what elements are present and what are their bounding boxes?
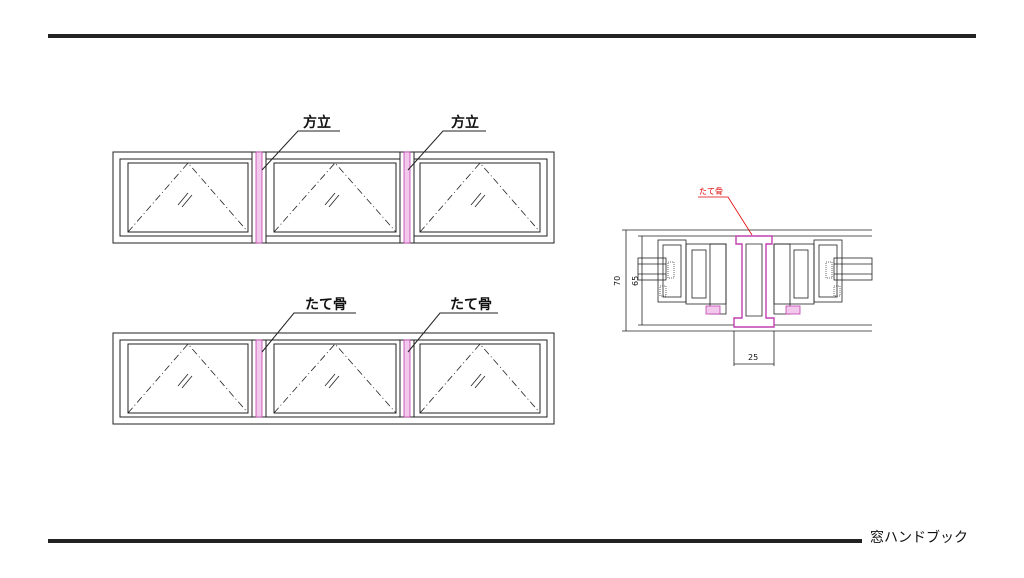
dimension-inner: 65 [631, 276, 640, 286]
label-vertical-frame-1: たて骨 [305, 296, 347, 313]
leaders-top [261, 130, 486, 171]
glass-marks-top [177, 192, 486, 208]
section-detail [622, 229, 873, 332]
elevation-mullion [112, 151, 555, 244]
label-mullion-1: 方立 [303, 114, 331, 131]
glass-marks-bottom [177, 373, 486, 389]
dimension-lines [625, 230, 775, 366]
opening-marks-bottom [127, 343, 541, 414]
bottom-rule [48, 539, 862, 543]
label-mullion-2: 方立 [451, 114, 479, 131]
section-leader [698, 196, 753, 236]
footer-brand: 窓ハンドブック [870, 530, 968, 546]
dimension-overall: 70 [613, 276, 622, 286]
section-vertical-member [705, 235, 801, 328]
dimension-width: 25 [748, 353, 758, 362]
vertical-frame-members [255, 339, 411, 418]
label-vertical-frame-2: たて骨 [450, 296, 492, 313]
elevation-vertical-frame [112, 332, 555, 425]
section-label: たて骨 [699, 187, 723, 196]
top-rule [48, 34, 976, 38]
leaders-bottom [261, 312, 498, 353]
mullion-members [251, 151, 415, 244]
opening-marks-top [127, 162, 541, 233]
